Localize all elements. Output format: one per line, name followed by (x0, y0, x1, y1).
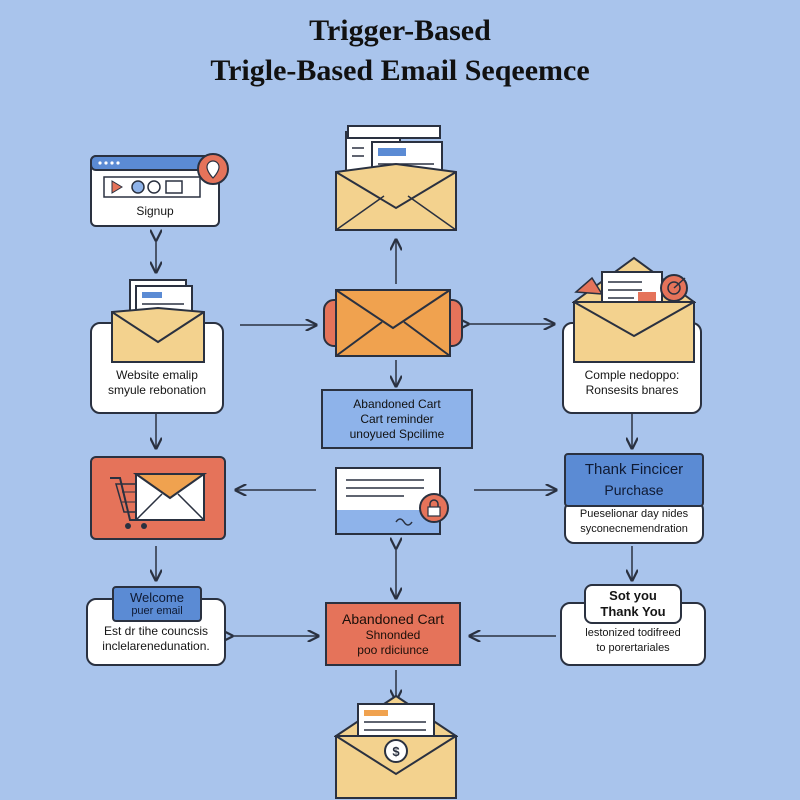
thank-you-line-3: lestonized todifreed (585, 627, 681, 639)
website-line-2: smyule rebonation (107, 383, 207, 397)
thank-body-line-2: syconecnemendration (580, 523, 688, 535)
location-pin-icon (197, 153, 229, 185)
dollar-coin-icon: $ (384, 739, 408, 763)
envelope-letter-icon (335, 125, 457, 231)
welcome-body-line-2: inclelarenedunation. (102, 639, 210, 653)
thank-you-header[interactable]: Sot you Thank You (584, 584, 682, 624)
abandoned-cart-box[interactable]: Abandoned Cart Shnonded poo rdiciunce (325, 602, 461, 666)
thank-purchase-header[interactable]: Thank Fincicer Purchase (564, 453, 704, 507)
thank-you-line-2: Thank You (600, 604, 666, 619)
title-line-2: Trigle-Based Email Seqeemce (210, 54, 590, 87)
email-card-icon (335, 467, 441, 535)
target-icon (660, 274, 688, 302)
cart-bottom-line-1: Abandoned Cart (342, 611, 444, 627)
cart-bottom-line-2: Shnonded (365, 628, 421, 642)
envelope-icon (323, 289, 463, 357)
svg-text:$: $ (392, 744, 400, 759)
welcome-header-line-2: puer email (131, 605, 183, 617)
thank-header-line-1: Thank Fincicer (584, 461, 684, 478)
shopping-cart-icon (110, 473, 208, 529)
complete-line-2: Ronsesits bnares (585, 383, 679, 397)
thank-header-line-2: Purchase (604, 482, 664, 498)
cart-center-line-1: Abandoned Cart (353, 396, 441, 411)
thank-you-line-4: to porertariales (596, 642, 670, 654)
welcome-header-line-1: Welcome (130, 590, 184, 605)
lock-icon (419, 493, 449, 523)
welcome-body-line-1: Est dr tihe councsis (103, 624, 209, 638)
page-title: Trigger-Based Trigle-Based Email Seqeemc… (0, 14, 800, 88)
thank-body-line-1: Pueselionar day nides (579, 508, 689, 520)
signup-label: Signup (136, 204, 174, 218)
welcome-email-header[interactable]: Welcome puer email (112, 586, 202, 622)
cart-center-line-2: Cart reminder (360, 411, 434, 426)
abandoned-cart-reminder-box[interactable]: Abandoned Cart Cart reminder unoyued Spc… (321, 389, 473, 449)
browser-window-icon (90, 155, 220, 198)
thank-purchase-body[interactable]: Pueselionar day nides syconecnemendratio… (564, 500, 704, 544)
title-line-1: Trigger-Based (309, 14, 491, 47)
thank-you-line-1: Sot you (609, 588, 657, 603)
website-line-1: Website emalip (116, 368, 198, 382)
cart-bottom-line-3: poo rdiciunce (357, 643, 429, 657)
cart-center-line-3: unoyued Spcilime (349, 426, 445, 441)
envelope-letter-icon (111, 279, 205, 363)
complete-line-1: Comple nedoppo: (584, 368, 680, 382)
